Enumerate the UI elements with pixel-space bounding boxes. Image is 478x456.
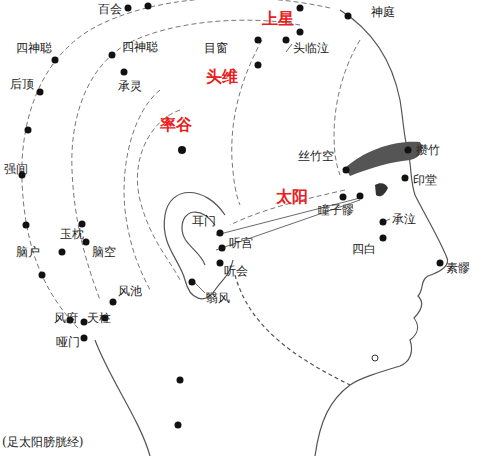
acupoint-label: 丝竹空	[298, 150, 334, 164]
acupoint-label: 承灵	[118, 80, 142, 94]
acupoint-label: 风府	[54, 312, 78, 326]
acupoint-label: 耳门	[192, 215, 216, 229]
acupoint-label: 四神聪	[122, 41, 158, 55]
acupoint-label: 哑门	[56, 336, 80, 350]
acupoint-label: 脑户	[16, 246, 40, 260]
acupoint-label: 翳风	[206, 292, 230, 306]
acupoint-label: (足太阳膀胱经)	[2, 436, 83, 450]
acupoint-label: 印堂	[413, 174, 437, 188]
acupoint-label: 头维	[206, 68, 238, 86]
acupoint-label: 百会	[98, 3, 122, 17]
acupoint-label: 率谷	[160, 116, 192, 134]
acupoint-label: 攒竹	[416, 144, 440, 158]
acupoint-label: 四白	[352, 243, 376, 257]
acupoint-label: 四神聪	[16, 42, 52, 56]
acupoint-label: 太阳	[276, 188, 308, 206]
acupoint-label: 承泣	[392, 213, 416, 227]
acupoint-label: 头临泣	[293, 42, 329, 56]
acupoint-label: 天柱	[87, 312, 111, 326]
acupoint-label: 玉枕	[60, 228, 84, 242]
acupoint-label: 素髎	[446, 262, 470, 276]
acupoint-label: 强间	[4, 163, 28, 177]
acupoint-label: 脑空	[92, 246, 116, 260]
acupoint-label: 上星	[262, 10, 294, 28]
acupoint-label: 听会	[224, 265, 248, 279]
acupoint-label: 后顶	[10, 78, 34, 92]
acupoint-label: 听宫	[229, 237, 253, 251]
acupoint-label: 目窗	[204, 42, 228, 56]
acupoint-label: 风池	[118, 285, 142, 299]
acupoint-label: 瞳子髎	[318, 204, 354, 218]
acupoint-label: 神庭	[371, 6, 395, 20]
